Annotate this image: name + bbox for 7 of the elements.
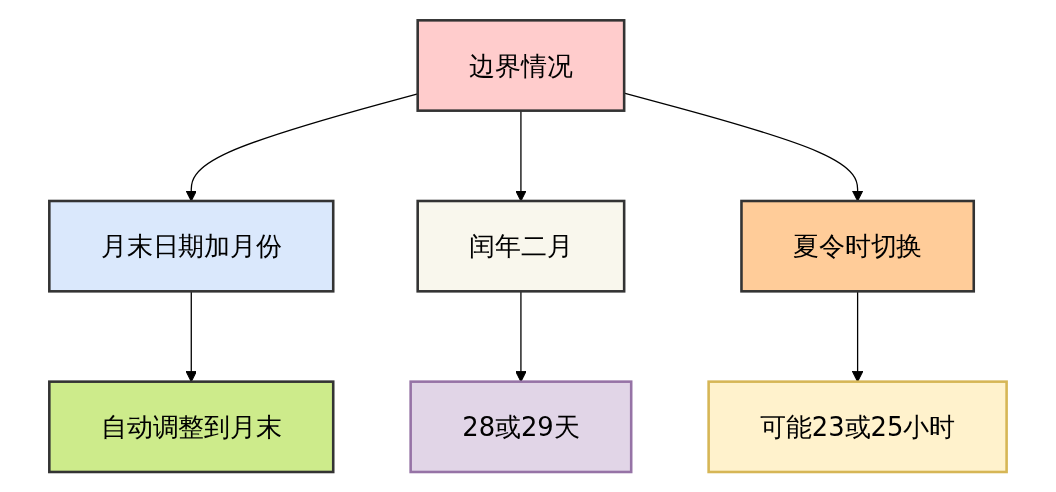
- node-box: 闰年二月: [416, 199, 626, 293]
- node-box: 28或29天: [409, 380, 633, 474]
- node-box: 夏令时切换: [740, 199, 976, 293]
- node-box: 自动调整到月末: [48, 380, 335, 474]
- node-box: 可能23或25小时: [707, 380, 1008, 474]
- node-box: 月末日期加月份: [48, 199, 335, 293]
- node-box: 边界情况: [416, 18, 626, 112]
